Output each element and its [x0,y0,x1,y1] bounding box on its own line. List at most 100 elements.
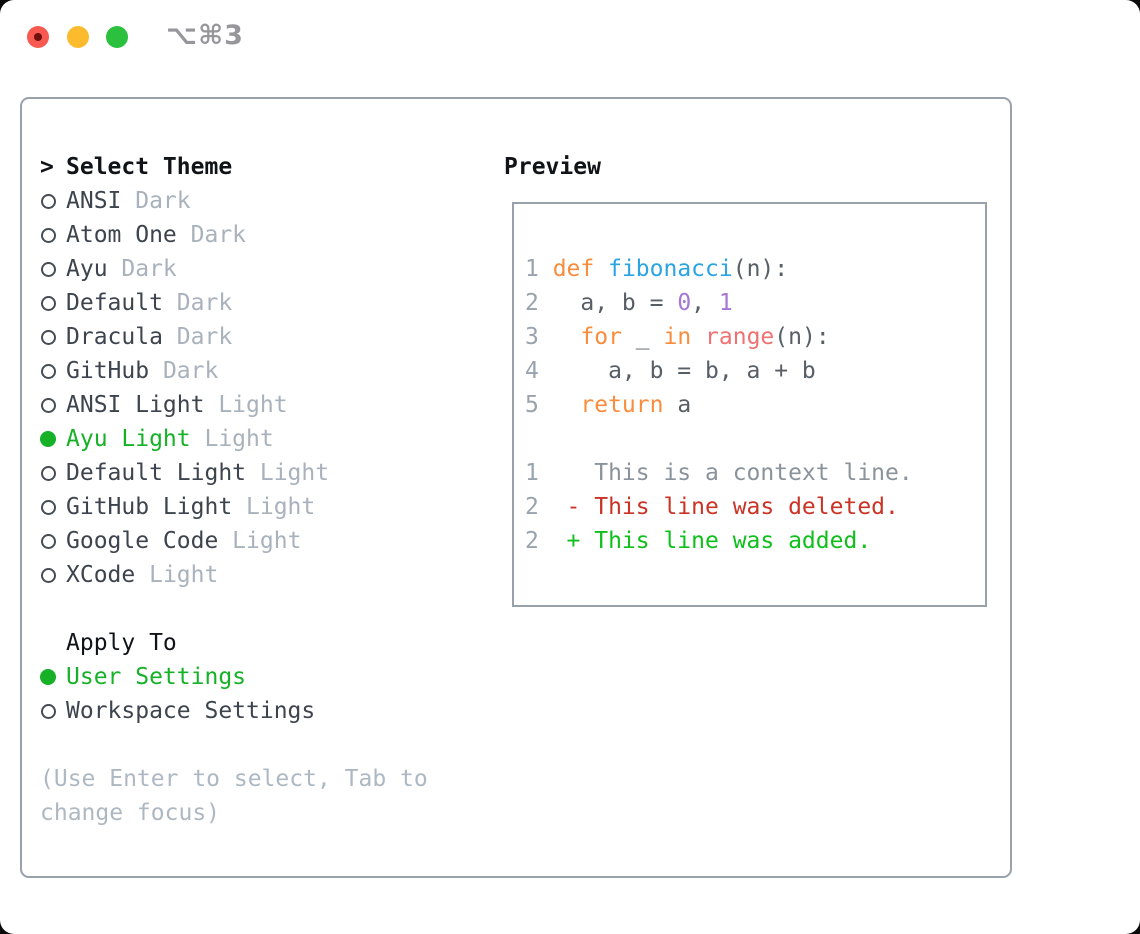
theme-option-atom-one[interactable]: Atom One Dark [40,218,329,252]
theme-name: GitHub Light [66,494,233,520]
theme-option-xcode[interactable]: XCode Light [40,558,329,592]
radio-icon [41,193,56,209]
apply-to-title: Apply To [66,630,177,656]
radio-icon [41,567,56,583]
line-number: 2 [525,290,553,316]
preview-line-code: 1 def fibonacci(n): [525,252,985,286]
radio-marker [40,558,66,592]
preview-line-context: 1 This is a context line. [525,456,985,490]
theme-option-google-code[interactable]: Google Code Light [40,524,329,558]
theme-variant-label: Light [246,460,330,486]
radio-marker [40,694,66,728]
apply-to-header-row: Apply To [40,626,315,660]
theme-variant-label: Light [218,528,302,554]
theme-option-github-light[interactable]: GitHub Light Light [40,490,329,524]
radio-marker [40,490,66,524]
window-title: ⌥⌘3 [166,20,244,51]
apply-option-label: User Settings [66,664,247,690]
theme-name: ANSI [66,188,122,214]
theme-variant-label: Dark [107,256,177,282]
theme-option-ayu-light[interactable]: Ayu Light Light [40,422,329,456]
code-token-keyword: def [552,256,595,282]
code-token-default: (n): [774,324,830,350]
line-number: 1 [525,256,553,282]
traffic-light-zoom-button[interactable] [106,26,128,48]
radio-marker [40,218,66,252]
theme-name: XCode [66,562,136,588]
theme-list-title: Select Theme [66,154,233,180]
line-number [525,422,553,456]
radio-icon [41,261,56,277]
radio-icon [41,329,56,345]
theme-variant-label: Dark [162,324,233,350]
preview-title: Preview [504,154,601,180]
line-number: 2 [525,494,553,520]
preview-line-added: 2 + This line was added. [525,524,985,558]
theme-option-ayu[interactable]: Ayu Dark [40,252,329,286]
radio-selected-icon [40,669,56,685]
radio-icon [41,465,56,481]
code-token-deleted: - This line was deleted. [552,494,899,520]
theme-name: Dracula [66,324,163,350]
apply-option-workspace-settings[interactable]: Workspace Settings [40,694,315,728]
theme-name: Google Code [66,528,219,554]
code-token-default: _ [621,324,664,350]
radio-marker [40,354,66,388]
radio-marker [40,660,66,694]
preview-line-code: 2 a, b = 0, 1 [525,286,985,320]
radio-marker [40,184,66,218]
code-token-keyword: return [580,392,664,418]
radio-marker [40,456,66,490]
code-token-default: (n): [732,256,789,282]
theme-variant-label: Dark [121,188,191,214]
code-token-default [691,320,705,354]
radio-marker [40,252,66,286]
line-number: 5 [525,392,553,418]
radio-marker [40,524,66,558]
code-token-default [553,320,581,354]
theme-option-ansi-light[interactable]: ANSI Light Light [40,388,329,422]
apply-option-label: Workspace Settings [66,698,316,724]
apply-option-user-settings[interactable]: User Settings [40,660,315,694]
radio-selected-icon [40,431,56,447]
radio-icon [41,397,56,413]
traffic-light-close-button[interactable] [27,26,49,48]
line-number: 1 [525,460,553,486]
preview-line-blank [525,422,985,456]
traffic-light-minimize-button[interactable] [67,26,89,48]
code-token-default: a [663,392,692,418]
preview-header-row: Preview [504,150,601,184]
code-token-keyword: in [663,324,692,350]
theme-option-github[interactable]: GitHub Dark [40,354,329,388]
radio-icon [41,363,56,379]
preview-line-code: 5 return a [525,388,985,422]
theme-option-ansi[interactable]: ANSI Dark [40,184,329,218]
theme-option-dracula[interactable]: Dracula Dark [40,320,329,354]
theme-name: Ayu [66,256,108,282]
radio-marker [40,320,66,354]
theme-variant-label: Light [135,562,219,588]
theme-option-default[interactable]: Default Dark [40,286,329,320]
line-number: 3 [525,324,553,350]
theme-list-header-row: > Select Theme [40,150,329,184]
radio-marker [40,388,66,422]
radio-icon [41,533,56,549]
theme-variant-label: Dark [149,358,219,384]
radio-marker [40,422,66,456]
theme-name: Default Light [66,460,247,486]
radio-icon [41,703,56,719]
theme-name: Atom One [66,222,177,248]
code-token-added: + This line was added. [552,528,872,554]
apply-to-marker-spacer [40,626,66,660]
theme-name: Ayu Light [66,426,191,452]
radio-icon [41,227,56,243]
theme-option-default-light[interactable]: Default Light Light [40,456,329,490]
focus-marker: > [40,150,66,184]
theme-name: Default [66,290,163,316]
preview-line-code: 3 for _ in range(n): [525,320,985,354]
code-token-number: 1 [718,290,733,316]
